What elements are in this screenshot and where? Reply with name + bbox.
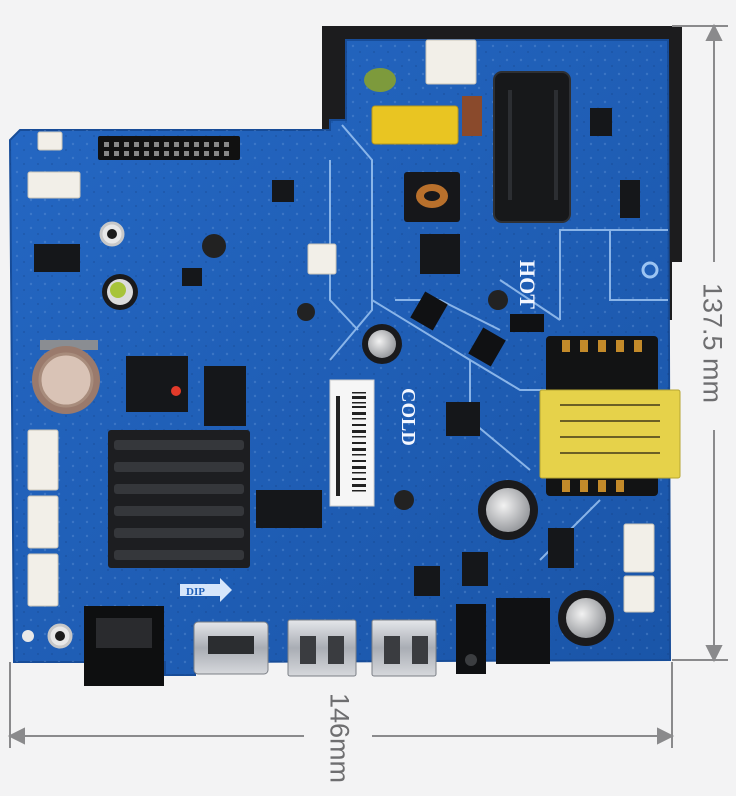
electrolytic-capacitors xyxy=(102,234,614,646)
serial-sticker xyxy=(329,379,375,507)
mounting-holes xyxy=(22,221,659,649)
dip-silkscreen: DIP xyxy=(186,586,205,598)
varistor xyxy=(364,68,396,92)
white-connectors xyxy=(27,39,655,613)
power-semiconductors xyxy=(410,291,550,664)
bottom-connectors xyxy=(84,604,486,686)
width-dimension-label: 146mm xyxy=(324,692,355,784)
dimension-lines xyxy=(7,23,728,748)
dip-arrow xyxy=(180,578,232,602)
height-dimension-label: 137.5 mm xyxy=(697,282,728,404)
pin-header xyxy=(98,136,240,160)
x-capacitor xyxy=(371,105,459,145)
choke-inductor xyxy=(404,172,460,222)
cold-silkscreen: COLD xyxy=(397,388,419,446)
heatsink xyxy=(108,430,250,568)
transformer xyxy=(539,336,681,496)
hot-silkscreen: HOT xyxy=(515,260,540,309)
bulk-capacitor xyxy=(493,71,571,223)
coin-cell-battery xyxy=(32,340,100,414)
ic-chips xyxy=(34,108,640,596)
